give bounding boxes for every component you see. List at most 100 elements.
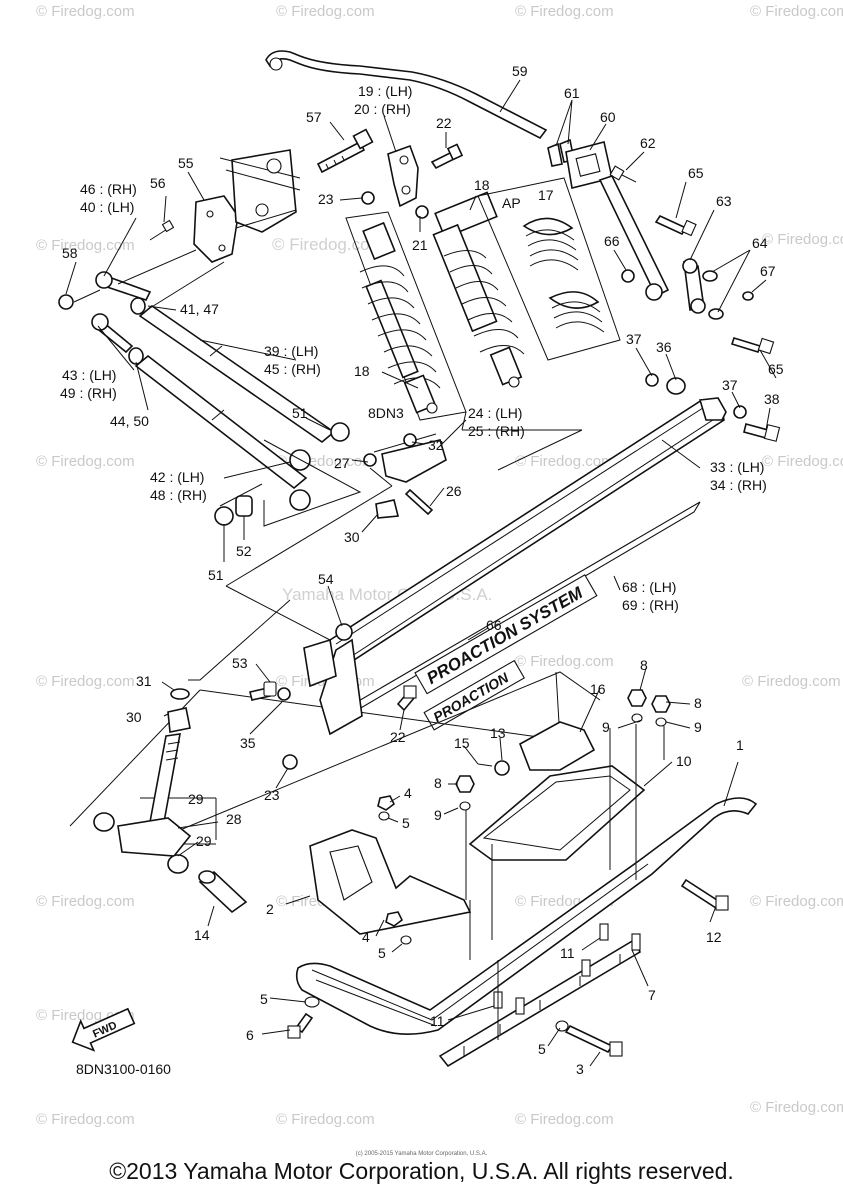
- part-label: 68 : (LH): [622, 579, 676, 595]
- bumper-16: [519, 721, 596, 771]
- part-label: 25 : (RH): [468, 423, 525, 439]
- part-label: 22: [390, 729, 406, 745]
- watermark: © Firedog.com: [36, 893, 135, 910]
- bracket-24-25: [381, 439, 447, 483]
- part-label: 60: [600, 109, 616, 125]
- part-label: 58: [62, 245, 78, 261]
- part-label: 22: [436, 115, 452, 131]
- part-label: 67: [760, 263, 776, 279]
- watermark: © Firedog.com: [272, 235, 384, 254]
- part-label: 33 : (LH): [710, 459, 764, 475]
- part-label: 61: [564, 85, 580, 101]
- part-label: 17: [538, 187, 554, 203]
- part-label: 23: [318, 191, 334, 207]
- part-label: 35: [240, 735, 256, 751]
- part-label: 31: [136, 673, 152, 689]
- part-label: 11: [560, 945, 575, 961]
- part-label: 48 : (RH): [150, 487, 207, 503]
- part-label: 62: [640, 135, 656, 151]
- watermark: © Firedog.com: [742, 673, 841, 690]
- diagram-code: 8DN3100-0160: [76, 1061, 171, 1077]
- coil-spring-17: [522, 217, 605, 333]
- part-label: 4: [362, 929, 370, 945]
- part-label: 41, 47: [180, 301, 219, 317]
- spindle-30: [375, 499, 400, 519]
- watermark: © Firedog.com: [36, 237, 135, 254]
- ski-1: [295, 797, 758, 1035]
- part-label: 5: [260, 991, 268, 1007]
- part-label: 18: [354, 363, 370, 379]
- part-label: 14: [194, 927, 210, 943]
- part-label: 1: [736, 737, 744, 753]
- part-label: 49 : (RH): [60, 385, 117, 401]
- shock-absorber-18-left: [359, 221, 441, 414]
- part-label: 5: [378, 945, 386, 961]
- part-label: 34 : (RH): [710, 477, 767, 493]
- part-label: 8DN3: [368, 405, 404, 421]
- torque-tube-42-48: [134, 354, 308, 490]
- part-label: 59: [512, 63, 528, 79]
- watermark: © Firedog.com: [276, 3, 375, 20]
- shock-bracket-19-20: [387, 144, 419, 208]
- part-label: 42 : (LH): [150, 469, 204, 485]
- part-label: 56: [150, 175, 166, 191]
- part-label: 43 : (LH): [62, 367, 116, 383]
- part-label: 9: [434, 807, 442, 823]
- part-label: 16: [590, 681, 606, 697]
- part-label: 46 : (RH): [80, 181, 137, 197]
- copyright-notice: ©2013 Yamaha Motor Corporation, U.S.A. A…: [109, 1158, 734, 1184]
- part-label: 4: [404, 785, 412, 801]
- part-label: 51: [292, 405, 308, 421]
- part-label: 45 : (RH): [264, 361, 321, 377]
- part-label: 32: [428, 437, 444, 453]
- part-label: 8: [694, 695, 702, 711]
- bracket-plate-55: [193, 195, 239, 263]
- watermark: © Firedog.com: [762, 453, 843, 470]
- part-label: 29: [188, 791, 204, 807]
- part-label: 8: [434, 775, 442, 791]
- part-label: 54: [318, 571, 334, 587]
- part-label: AP: [502, 195, 521, 211]
- part-label: 8: [640, 657, 648, 673]
- part-label: 5: [538, 1041, 546, 1057]
- part-label: 30: [344, 529, 360, 545]
- watermark: © Firedog.com: [515, 653, 614, 670]
- watermark: © Firedog.com: [36, 453, 135, 470]
- part-number-labels: 59 19 : (LH) 20 : (RH) 61 60 62 57 22 18…: [60, 63, 784, 1077]
- part-label: 53: [232, 655, 248, 671]
- clip-61: [547, 142, 563, 167]
- part-label: 44, 50: [110, 413, 149, 429]
- watermark-layer: © Firedog.com © Firedog.com © Firedog.co…: [36, 3, 843, 1128]
- part-label: 7: [648, 987, 656, 1003]
- part-label: 18: [474, 177, 490, 193]
- part-label: 64: [752, 235, 768, 251]
- part-label: 27: [334, 455, 350, 471]
- watermark: © Firedog.com: [36, 673, 135, 690]
- part-label: 21: [412, 237, 428, 253]
- part-label: 24 : (LH): [468, 405, 522, 421]
- watermark: © Firedog.com: [36, 3, 135, 20]
- part-label: 66: [604, 233, 620, 249]
- watermark: © Firedog.com: [750, 1099, 843, 1116]
- part-label: 39 : (LH): [264, 343, 318, 359]
- part-label: 65: [688, 165, 704, 181]
- part-label: 30: [126, 709, 142, 725]
- part-label: 51: [208, 567, 224, 583]
- part-label: 37: [722, 377, 738, 393]
- part-label: 5: [402, 815, 410, 831]
- part-label: 9: [602, 719, 610, 735]
- watermark: © Firedog.com: [515, 1111, 614, 1128]
- part-label: 11: [430, 1013, 445, 1029]
- watermark: © Firedog.com: [750, 3, 843, 20]
- leader-lines: [65, 79, 777, 1067]
- watermark: © Firedog.com: [762, 231, 843, 248]
- part-label: 2: [266, 901, 274, 917]
- shock-absorber-18-right: [432, 191, 525, 388]
- part-label: 15: [454, 735, 470, 751]
- watermark: © Firedog.com: [36, 1111, 135, 1128]
- stabilizer-rod-59: [265, 50, 548, 140]
- part-label: 37: [626, 331, 642, 347]
- part-label: 6: [246, 1027, 254, 1043]
- part-label: 63: [716, 193, 732, 209]
- ski-saddle-10: [468, 765, 646, 861]
